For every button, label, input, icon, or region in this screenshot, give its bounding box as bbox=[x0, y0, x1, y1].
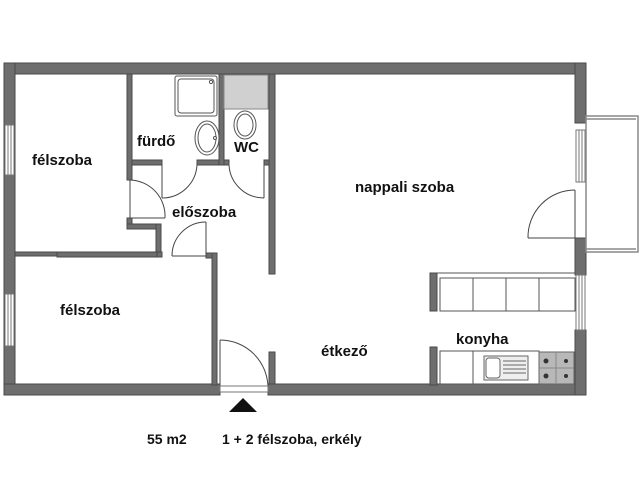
room-label-kitchen: konyha bbox=[456, 331, 509, 348]
door-bathroom bbox=[161, 164, 198, 199]
room-label-bathroom: fürdő bbox=[137, 133, 176, 150]
room-label-hallway: előszoba bbox=[172, 204, 237, 221]
stove bbox=[538, 351, 575, 385]
caption-area: 55 m2 bbox=[147, 431, 187, 447]
window-living bbox=[575, 129, 586, 183]
room-label-wc: WC bbox=[234, 139, 259, 156]
door-bedroom-bottom bbox=[171, 221, 207, 257]
entrance-arrow-icon bbox=[229, 398, 257, 412]
caption-description: 1 + 2 félszoba, erkély bbox=[222, 431, 362, 447]
window-kitchen bbox=[575, 274, 586, 331]
door-wc bbox=[228, 164, 265, 199]
shower bbox=[174, 75, 218, 117]
wc-fixture bbox=[223, 74, 269, 140]
door-balcony bbox=[527, 189, 576, 239]
window-top-left bbox=[4, 124, 15, 176]
window-bottom-left bbox=[4, 293, 15, 347]
door-bedroom-top bbox=[129, 179, 166, 219]
walls bbox=[3, 62, 587, 396]
room-label-bedroom-bottom: félszoba bbox=[60, 302, 121, 319]
balcony bbox=[585, 115, 639, 253]
room-label-bedroom-top: félszoba bbox=[32, 152, 93, 169]
kitchen-sink bbox=[483, 355, 529, 381]
door-entrance bbox=[219, 339, 269, 393]
room-label-living-room: nappali szoba bbox=[355, 179, 455, 196]
kitchen-upper-cabinets bbox=[437, 272, 576, 312]
room-label-dining: étkező bbox=[321, 343, 368, 360]
bathroom-sink bbox=[194, 120, 220, 156]
